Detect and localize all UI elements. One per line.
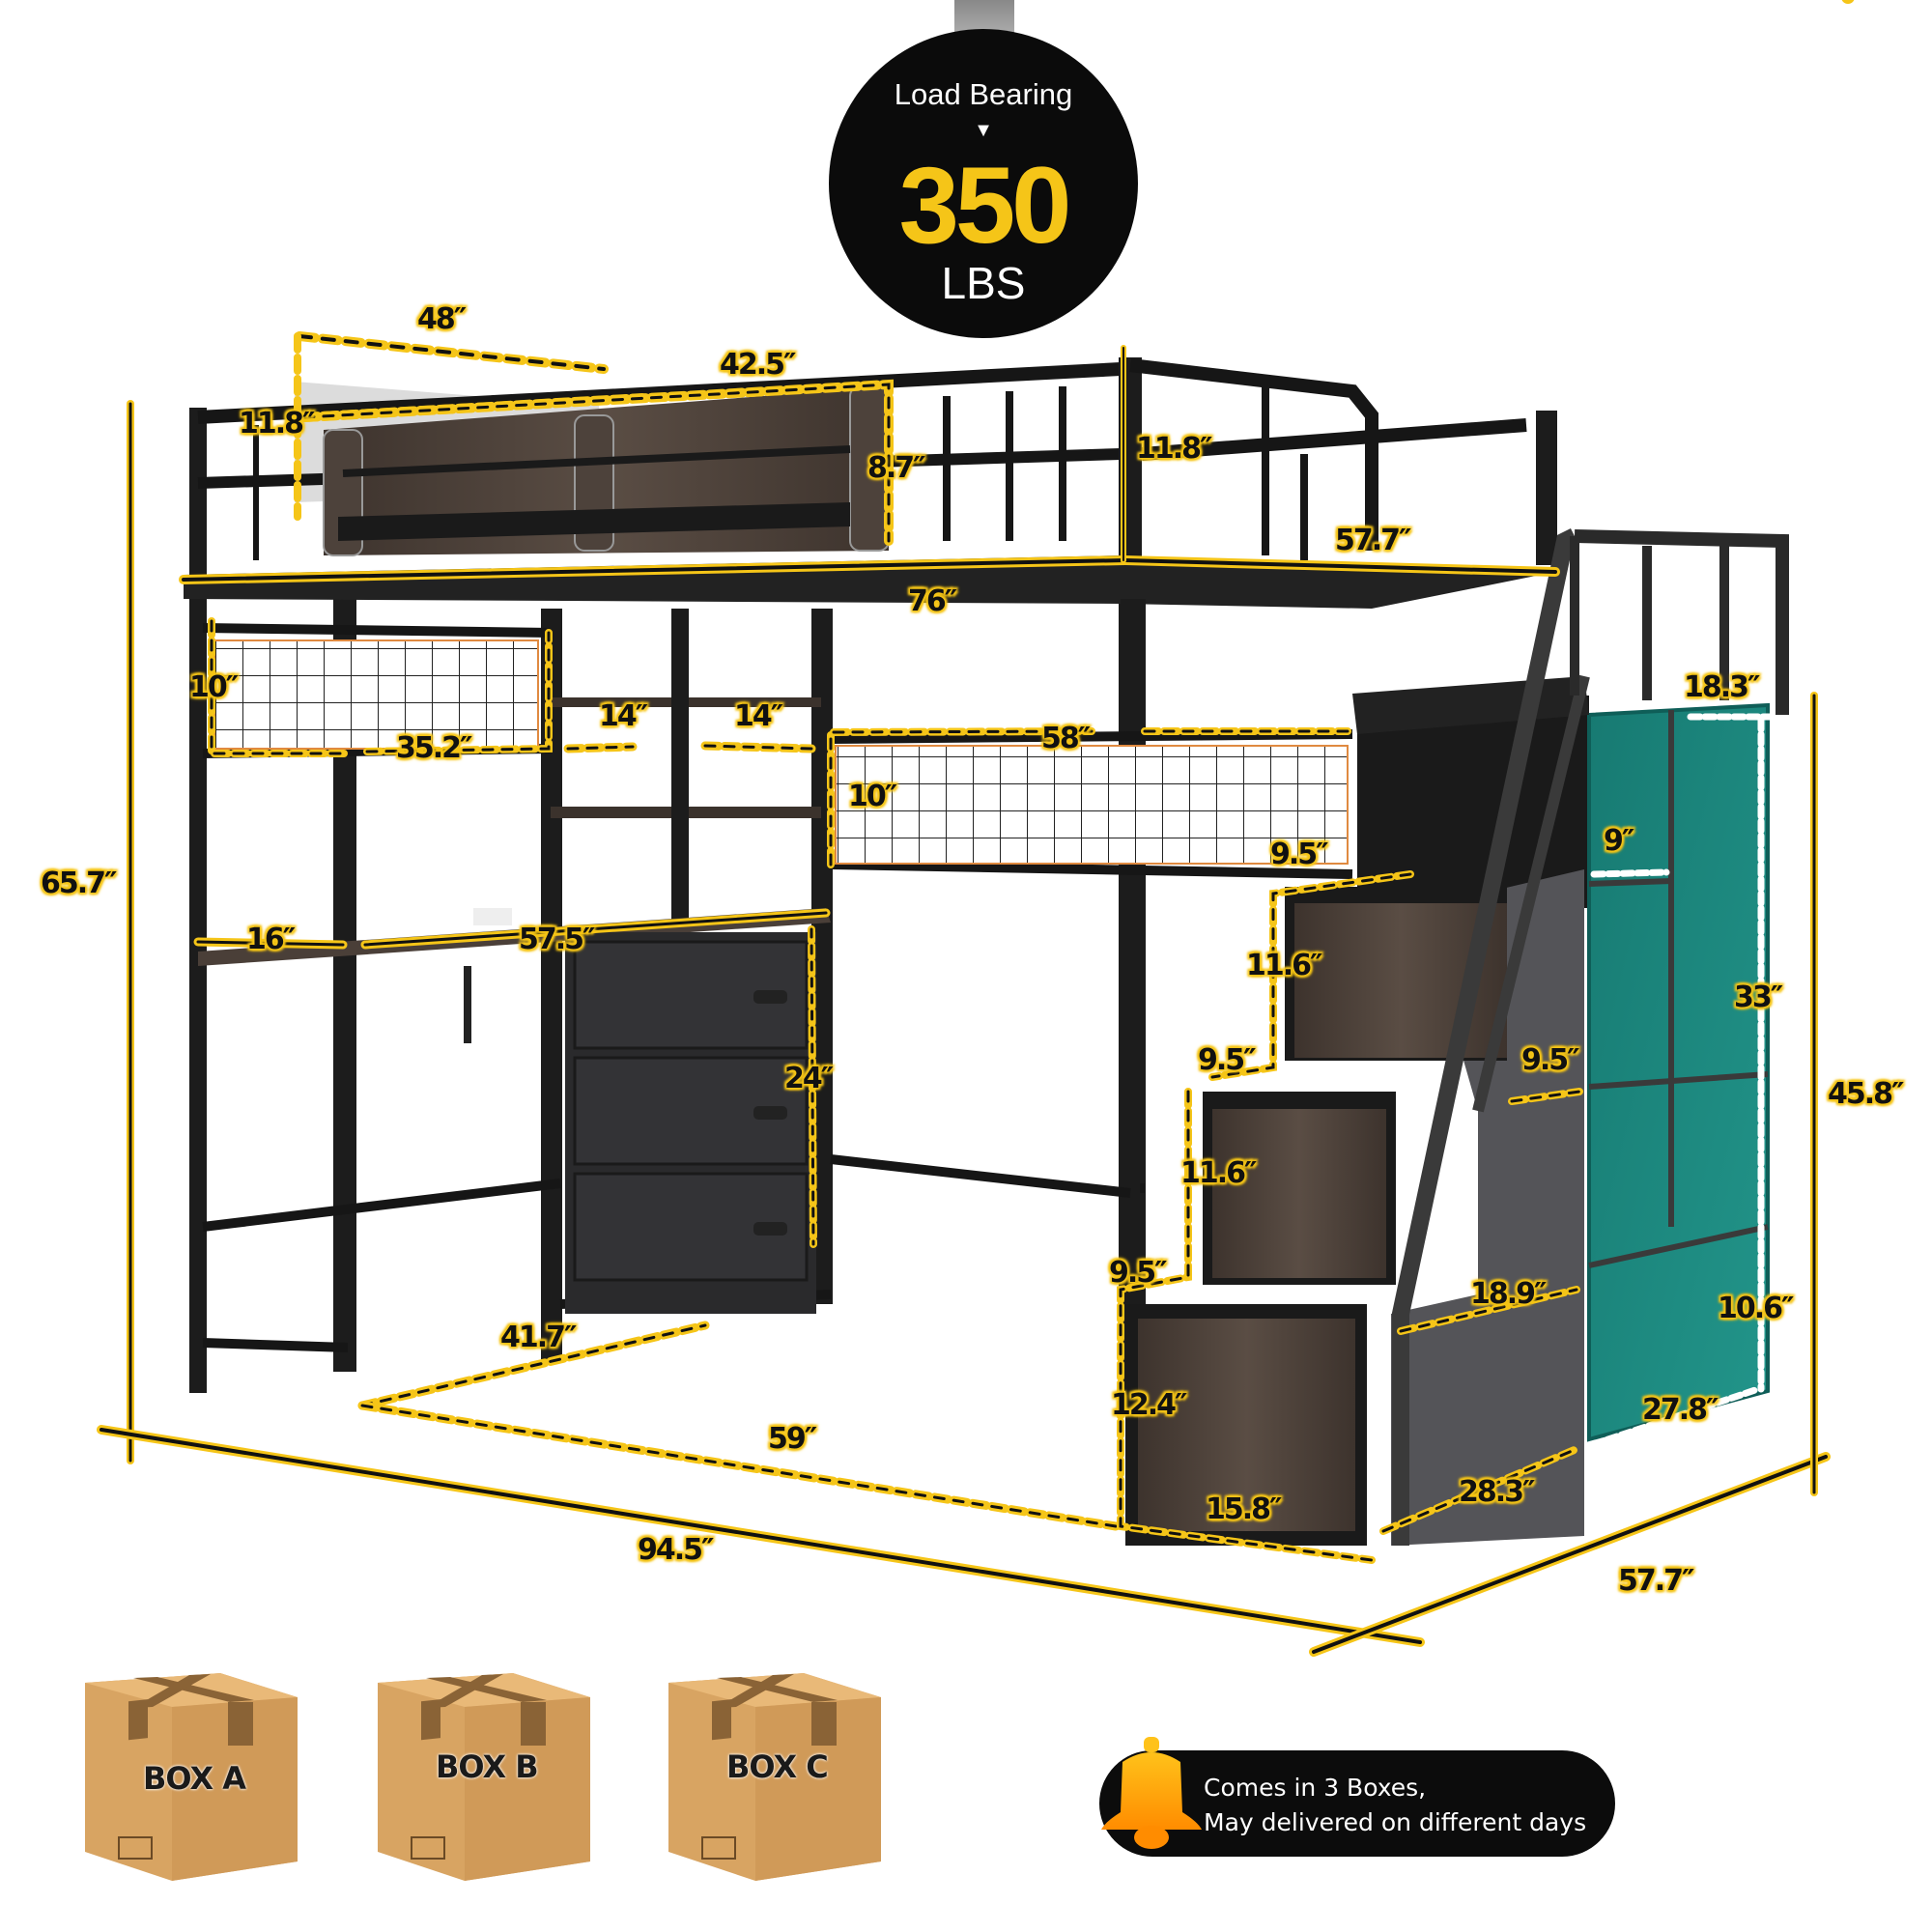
dim-step3-depth: 9.5″: [1270, 838, 1329, 871]
dim-cubby-bottom-height: 10.6″: [1718, 1292, 1794, 1325]
dim-overall-height: 65.7″: [41, 867, 117, 900]
dim-stair-base-depth: 28.3″: [1459, 1475, 1535, 1509]
grid-panel-middle: [835, 745, 1349, 865]
dim-shelf-height: 8.7″: [867, 451, 926, 485]
dim-overall-width: 57.7″: [1618, 1564, 1694, 1598]
dim-side-shelf-1: 14″: [599, 699, 648, 733]
staircase: [1125, 527, 1789, 1546]
box-icon: [668, 1673, 881, 1881]
dim-cubby-top-height: 9″: [1604, 824, 1634, 858]
bell-icon: [1101, 1737, 1202, 1849]
dim-desk-clearance: 41.7″: [500, 1321, 577, 1354]
dim-cubby-bottom-depth: 27.8″: [1642, 1393, 1719, 1427]
dim-bed-width: 57.7″: [1335, 524, 1411, 557]
dim-grid-mid-height: 10″: [848, 780, 897, 813]
fabric-drawers: [565, 932, 816, 1314]
corner-accent-dot: [1841, 0, 1855, 4]
side-shelves: [551, 609, 821, 831]
box-label: BOX C: [726, 1748, 829, 1785]
dim-stair-top-width: 18.3″: [1684, 670, 1760, 704]
top-bookshelf: [323, 385, 890, 556]
shipping-box-c: BOX C: [659, 1654, 891, 1886]
box-label: BOX B: [436, 1748, 539, 1785]
badge-circle: Load Bearing ▼ 350 LBS: [829, 29, 1138, 338]
dim-cubby-column-height: 33″: [1734, 980, 1783, 1014]
badge-unit: LBS: [941, 258, 1026, 308]
badge-value: 350: [898, 145, 1072, 266]
grid-panel-left: [213, 639, 539, 750]
dim-shelf-depth: 48″: [417, 302, 467, 336]
dim-step1-height: 12.4″: [1111, 1388, 1187, 1422]
dim-step3-height: 11.6″: [1246, 949, 1322, 982]
dim-stair-side-depth: 18.9″: [1470, 1277, 1547, 1311]
dim-drawer-height: 24″: [784, 1062, 834, 1095]
dimension-lines-main: [97, 345, 1831, 1657]
dim-floor-clearance: 59″: [768, 1422, 817, 1456]
box-icon: [85, 1673, 298, 1881]
dim-guardrail-height: 11.8″: [1136, 432, 1212, 466]
dim-step1-width: 15.8″: [1206, 1492, 1282, 1526]
dim-grid-left-width: 35.2″: [396, 731, 472, 765]
dim-side-shelf-2: 14″: [734, 699, 783, 733]
notice-line-1: Comes in 3 Boxes,: [1204, 1774, 1427, 1802]
dim-step2-depth: 9.5″: [1198, 1043, 1257, 1077]
box-label: BOX A: [143, 1760, 246, 1797]
dim-grid-left-height: 10″: [189, 670, 239, 704]
shipping-box-b: BOX B: [368, 1654, 600, 1886]
dim-grid-mid-width: 58″: [1041, 722, 1091, 755]
shipping-box-a: BOX A: [75, 1654, 307, 1886]
badge-hanger: [954, 0, 1014, 33]
dim-desk-depth: 16″: [246, 923, 296, 956]
dim-step2-depth-side: 9.5″: [1521, 1043, 1580, 1077]
down-arrow-icon: ▼: [974, 120, 993, 141]
notice-line-2: May delivered on different days: [1204, 1808, 1587, 1836]
badge-title: Load Bearing: [894, 77, 1073, 111]
load-bearing-badge: Load Bearing ▼ 350 LBS: [829, 0, 1138, 338]
box-icon: [378, 1673, 590, 1881]
dim-overall-length: 94.5″: [638, 1533, 714, 1567]
dim-desk-width: 57.5″: [519, 923, 595, 956]
dim-step2-height: 11.6″: [1180, 1156, 1257, 1190]
dim-shelf-width: 42.5″: [720, 348, 796, 382]
dim-stair-total-height: 45.8″: [1828, 1077, 1904, 1111]
dim-bed-length: 76″: [908, 584, 957, 618]
dim-step1-depth: 9.5″: [1109, 1256, 1168, 1290]
delivery-notice: Comes in 3 Boxes, May delivered on diffe…: [1099, 1737, 1615, 1857]
dim-shelf-left-height: 11.8″: [239, 407, 315, 440]
